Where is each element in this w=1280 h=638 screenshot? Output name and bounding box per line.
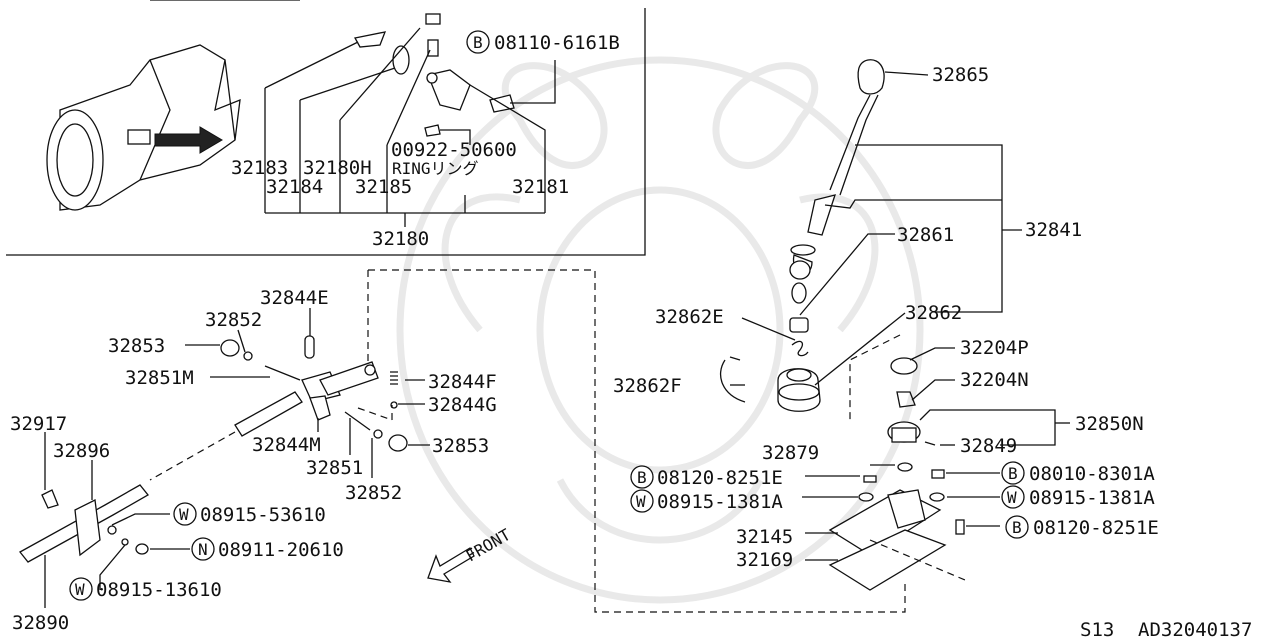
circle-w-icon: W [636,492,646,511]
lever-32844m [319,361,379,396]
right-labels: 32865 32841 32861 32862E 32862 32862F 32… [613,64,1159,571]
right-parts [828,334,966,591]
model-code: S13 [1080,619,1114,638]
washer-32852b [373,429,383,439]
circle-b-icon: B [637,468,647,487]
inset-labels: 32183 32184 32180H 32185 32181 32180 009… [231,30,620,250]
label-08915-a: 08915-1381A [657,491,783,513]
label-32145: 32145 [736,526,793,548]
bolt-08010 [931,469,945,479]
label-32841: 32841 [1025,219,1082,241]
transmission-illustration [46,44,241,211]
circle-b-icon: B [1008,464,1018,483]
dashed-boundary [368,269,906,613]
label-32853-b: 32853 [432,435,489,457]
label-32851m: 32851M [125,367,194,389]
label-32853-a: 32853 [108,335,165,357]
inset-frame [6,8,646,256]
nut-32853a [220,339,240,357]
clip-32204n [896,391,916,408]
bolt-08120a [863,475,877,483]
label-32862: 32862 [905,302,962,324]
label-08110: 08110-6161B [494,32,620,54]
spring-32185 [427,39,439,57]
label-32861: 32861 [897,224,954,246]
washer-08915b [929,492,945,502]
label-32851: 32851 [306,457,363,479]
gasket-32169 [828,529,947,591]
bracket-32896 [74,499,101,557]
bolt-08120b [955,519,965,535]
label-08915-b: 08915-1381A [1029,487,1155,509]
inset-leaders [264,27,556,227]
circle-w-icon: W [179,505,189,524]
label-32862e: 32862E [655,306,724,328]
label-32862f: 32862F [613,375,682,397]
circle-b-icon: B [1012,518,1022,537]
label-32844e: 32844E [260,287,329,309]
ring-00922 [424,124,441,137]
nut-32853b [388,434,408,452]
label-32896: 32896 [53,440,110,462]
nut-08911 [135,543,149,555]
linkage-labels: 32844E 32852 32853 32851M 32844F 32844G … [10,287,497,634]
front-arrow-icon [427,547,475,583]
washer-32879 [897,462,913,472]
label-32852-b: 32852 [345,482,402,504]
right-leaders [730,71,1070,561]
gear-lever-assembly [720,59,913,472]
plate-32183 [353,31,387,48]
label-32185: 32185 [355,176,412,198]
knob-32865 [857,59,885,95]
cap-32180h [425,13,441,25]
front-indicator: FRONT [427,525,514,583]
label-32169: 32169 [736,549,793,571]
label-08915-c: 08915-53610 [200,504,326,526]
rod-32844m [234,391,303,437]
circle-w-icon: W [75,580,85,599]
label-32917: 32917 [10,413,67,435]
washer-32852a [243,351,253,361]
pin-32917 [41,489,59,509]
label-32844m: 32844M [252,434,321,456]
label-32204p: 32204P [960,337,1029,359]
circle-n-icon: N [198,540,208,559]
spring-32844f [390,371,398,385]
label-08915-d: 08915-13610 [96,579,222,601]
bushing-32861 [789,317,809,333]
diagram-code: AD32040137 [1138,619,1252,638]
housing-32181 [427,69,471,111]
label-32849: 32849 [960,435,1017,457]
label-32850n: 32850N [1075,413,1144,435]
label-32181: 32181 [512,176,569,198]
label-00922: 00922-50600 [391,139,517,161]
label-32852-a: 32852 [205,309,262,331]
label-32879: 32879 [762,442,819,464]
label-32180h: 32180H [303,157,372,179]
label-32180: 32180 [372,228,429,250]
label-ring: RINGリング [392,159,479,178]
label-08010: 08010-8301A [1029,463,1155,485]
shift-linkage [19,335,408,563]
linkage-leaders [44,308,430,608]
label-32890: 32890 [12,612,69,634]
arrow-icon [154,126,223,154]
label-08120-a: 08120-8251E [657,467,783,489]
label-08911: 08911-20610 [218,539,344,561]
label-32844f: 32844F [428,371,497,393]
label-08120-b: 08120-8251E [1033,517,1159,539]
inset-parts [353,13,515,137]
washer-08915a [858,492,874,502]
label-32184: 32184 [266,176,323,198]
circle-w-icon: W [1007,488,1017,507]
label-32865: 32865 [932,64,989,86]
pin-32844e [304,335,315,359]
ring-32204p [890,357,918,375]
circle-b-icon: B [473,33,483,52]
label-32204n: 32204N [960,369,1029,391]
label-32183: 32183 [231,157,288,179]
label-32844g: 32844G [428,394,497,416]
